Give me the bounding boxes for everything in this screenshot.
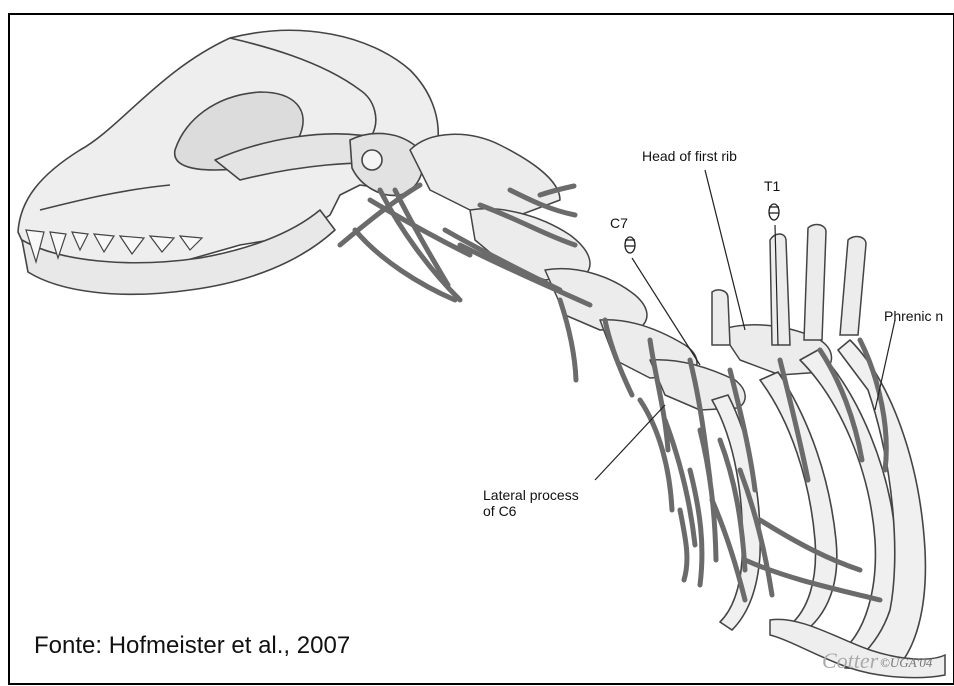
label-t1: T1 [764, 178, 780, 194]
artist-signature: Cotter [822, 648, 878, 674]
source-caption: Fonte: Hofmeister et al., 2007 [34, 632, 350, 660]
label-lateral-process-line2: of C6 [483, 503, 516, 519]
label-phrenic: Phrenic n [884, 308, 943, 324]
label-head-of-first-rib: Head of first rib [642, 148, 737, 164]
copyright-notice: ©UGA'04 [880, 655, 932, 671]
label-lateral-process-line1: Lateral process [483, 487, 579, 503]
label-c7: C7 [610, 215, 628, 231]
